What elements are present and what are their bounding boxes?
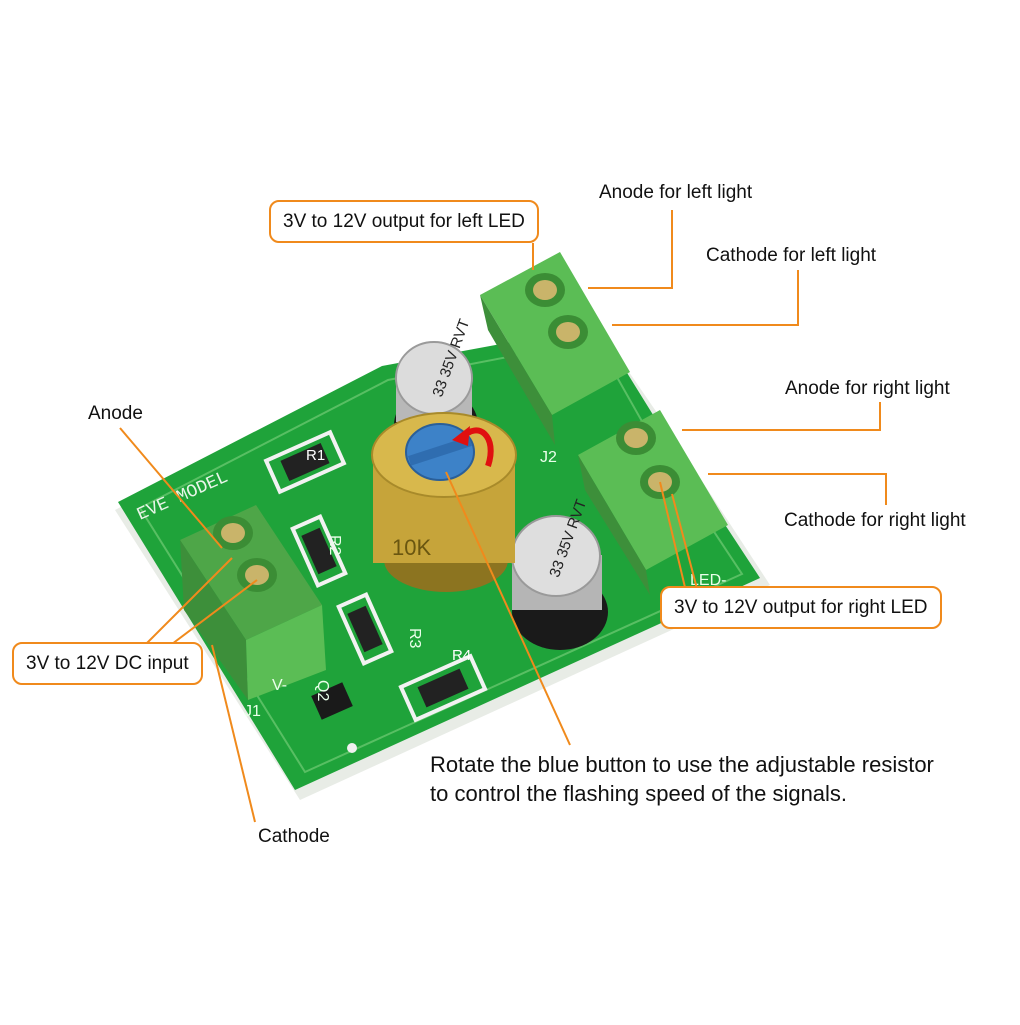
callout-dc-input: 3V to 12V DC input [12, 642, 203, 685]
label-anode-left-light: Anode for left light [599, 182, 753, 203]
rotate-instruction: Rotate the blue button to use the adjust… [430, 750, 934, 808]
svg-text:Q2: Q2 [314, 680, 331, 701]
leader-cathode-input [211, 644, 256, 823]
leader-anode-right [682, 402, 881, 431]
svg-text:LED-: LED- [690, 572, 726, 589]
svg-text:J1: J1 [244, 703, 261, 720]
potentiometer: 10K [371, 412, 517, 592]
terminal-block-j2-left-led [480, 252, 630, 445]
capacitor-right: 33 35V RVT [511, 497, 608, 650]
pot-text: 10K [392, 535, 431, 560]
label-r1: R1 [306, 447, 325, 464]
resistor-r3 [336, 591, 394, 667]
leader-anode-input [119, 427, 223, 549]
resistor-r1: R1 [263, 429, 347, 495]
leader-anode-left [588, 210, 673, 289]
leader-cathode-right [708, 473, 887, 505]
callout-left-led-output: 3V to 12V output for left LED [269, 200, 539, 243]
resistor-r4: R4 [398, 647, 488, 723]
callout-right-led-output: 3V to 12V output for right LED [660, 586, 942, 629]
rotate-instruction-line-2: to control the flashing speed of the sig… [430, 781, 848, 806]
leader-rotate [445, 471, 571, 746]
rotate-instruction-line-1: Rotate the blue button to use the adjust… [430, 752, 934, 777]
leader-dc-input-1 [145, 557, 233, 645]
leader-dc-input-2 [171, 579, 258, 645]
terminal-block-j3-right-led [578, 410, 728, 595]
label-anode-input: Anode [88, 403, 143, 424]
label-cathode-input: Cathode [258, 826, 330, 847]
svg-text:R3: R3 [406, 628, 423, 649]
label-anode-right-light: Anode for right light [785, 378, 950, 399]
callout-leader-lines [119, 210, 887, 823]
resistor-r2 [290, 513, 348, 589]
transistor-q2 [311, 682, 357, 753]
label-cathode-right-light: Cathode for right light [784, 510, 966, 531]
silkscreen-labels: R2 R3 Q2 J1 V- J2 LED- [244, 449, 726, 720]
leader-cathode-left [612, 270, 799, 326]
label-r4: R4 [452, 647, 471, 664]
svg-text:J2: J2 [540, 449, 557, 466]
svg-text:R2: R2 [326, 535, 343, 556]
leader-right-output-1 [659, 481, 689, 601]
leader-right-output-2 [671, 493, 701, 601]
svg-text:V-: V- [272, 677, 287, 694]
terminal-block-j1 [180, 505, 326, 700]
label-cathode-left-light: Cathode for left light [706, 245, 877, 266]
